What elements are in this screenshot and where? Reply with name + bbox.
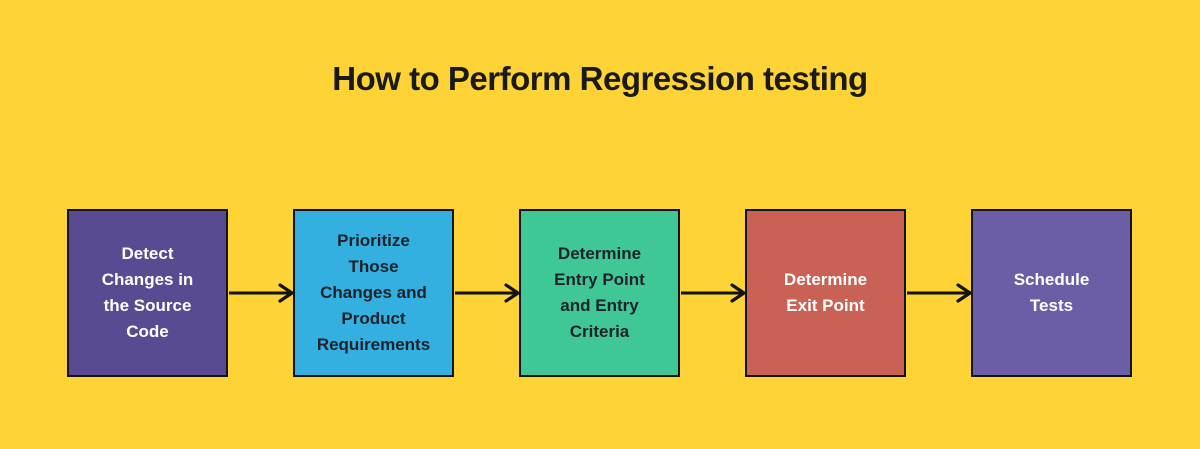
step-label: Schedule Tests bbox=[1013, 270, 1090, 315]
flow-step: Detect Changes in the Source Code bbox=[67, 209, 228, 377]
step-label: Determine Exit Point bbox=[783, 270, 868, 315]
arrow-right-icon bbox=[907, 283, 972, 303]
flow-step: Schedule Tests bbox=[971, 209, 1132, 377]
step-label: Prioritize Those Changes and Product Req… bbox=[316, 231, 431, 354]
flow-step: Determine Entry Point and Entry Criteria bbox=[519, 209, 680, 377]
step-label: Determine Entry Point and Entry Criteria bbox=[554, 244, 645, 341]
flow-step: Determine Exit Point bbox=[745, 209, 906, 377]
step-label: Detect Changes in the Source Code bbox=[101, 244, 194, 341]
arrow-right-icon bbox=[229, 283, 294, 303]
flow-step: Prioritize Those Changes and Product Req… bbox=[293, 209, 454, 377]
page-title: How to Perform Regression testing bbox=[332, 60, 868, 97]
arrow-right-icon bbox=[455, 283, 520, 303]
arrow-right-icon bbox=[681, 283, 746, 303]
flow-row: Detect Changes in the Source Code Priori… bbox=[67, 209, 1132, 377]
